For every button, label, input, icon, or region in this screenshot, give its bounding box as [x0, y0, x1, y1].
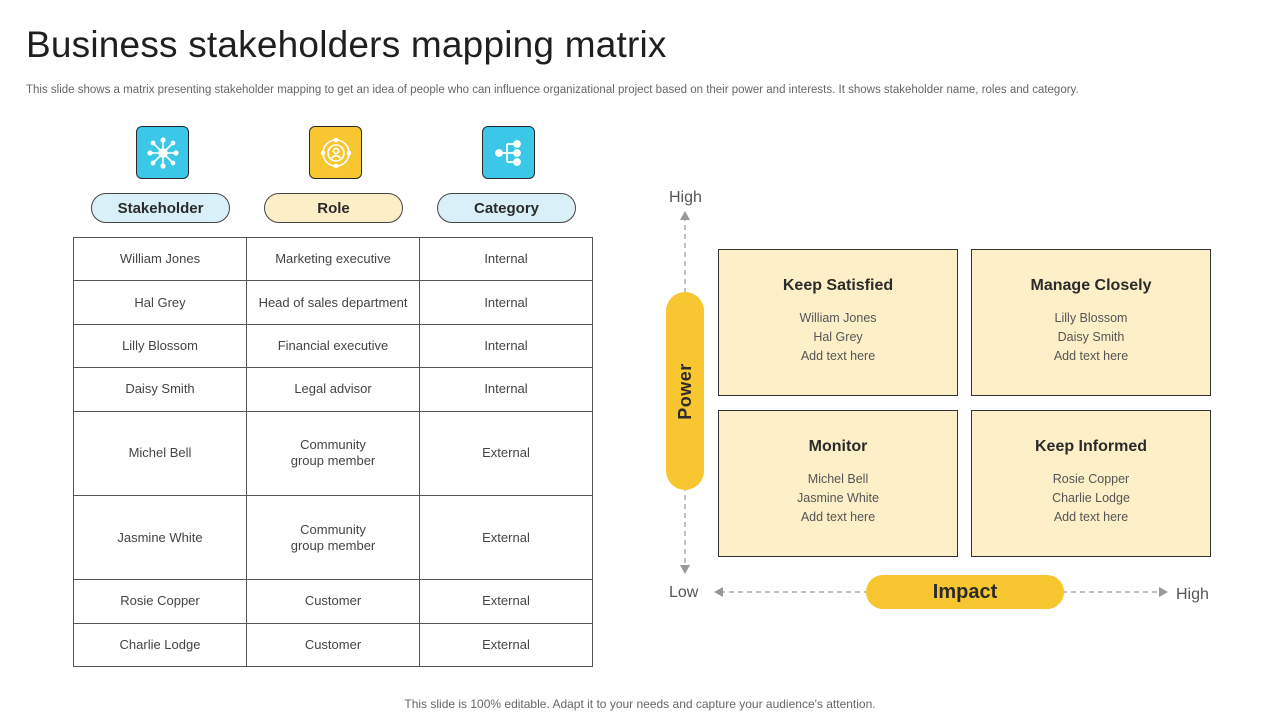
table-row: Charlie Lodge Customer External [73, 622, 593, 668]
quadrant-monitor: Monitor Michel Bell Jasmine White Add te… [718, 410, 958, 557]
page-title: Business stakeholders mapping matrix [26, 24, 667, 65]
quadrant-item: William Jones [799, 311, 877, 325]
quadrant-item: Hal Grey [813, 330, 863, 344]
stakeholder-role: Community group member [246, 410, 420, 496]
column-header-role: Role [264, 193, 403, 223]
stakeholder-name: Rosie Copper [73, 579, 247, 624]
stakeholder-name: Charlie Lodge [73, 622, 247, 668]
table-row: Rosie Copper Customer External [73, 579, 593, 624]
table-row: William Jones Marketing executive Intern… [73, 236, 593, 282]
quadrant-item: Add text here [800, 349, 876, 363]
stakeholder-category: Internal [419, 323, 593, 369]
table-row: Jasmine White Community group member Ext… [73, 494, 593, 581]
stakeholder-table: William Jones Marketing executive Intern… [73, 236, 593, 668]
stakeholder-role: Head of sales department [246, 280, 420, 325]
footer-note: This slide is 100% editable. Adapt it to… [404, 697, 876, 711]
quadrant-manage-closely: Manage Closely Lilly Blossom Daisy Smith… [971, 249, 1211, 396]
page-subtitle: This slide shows a matrix presenting sta… [26, 84, 1079, 96]
arrow-left-icon [714, 587, 723, 597]
table-row: Daisy Smith Legal advisor Internal [73, 367, 593, 412]
power-axis-label: Power [666, 292, 704, 490]
stakeholder-category: External [419, 494, 593, 581]
impact-low-label: Low [669, 584, 699, 601]
stakeholder-category: External [419, 622, 593, 668]
quadrant-item: Add text here [800, 510, 876, 524]
quadrant-title: Manage Closely [1030, 277, 1152, 294]
quadrant-keep-satisfied: Keep Satisfied William Jones Hal Grey Ad… [718, 249, 958, 396]
power-label-text: Power [674, 362, 695, 420]
quadrant-item: Add text here [1053, 510, 1129, 524]
stakeholder-name: Hal Grey [73, 280, 247, 325]
quadrant-item: Michel Bell [807, 472, 869, 486]
stakeholder-category: External [419, 579, 593, 624]
stakeholder-role: Community group member [246, 494, 420, 581]
hierarchy-icon [482, 126, 535, 179]
stakeholder-role: Customer [246, 579, 420, 624]
arrow-down-icon [680, 565, 690, 574]
stakeholder-role: Financial executive [246, 323, 420, 369]
impact-high-label: High [1176, 586, 1209, 603]
table-row: Lilly Blossom Financial executive Intern… [73, 323, 593, 369]
quadrant-item: Lilly Blossom [1054, 311, 1128, 325]
column-header-stakeholder: Stakeholder [91, 193, 230, 223]
arrow-right-icon [1159, 587, 1168, 597]
quadrant-title: Keep Informed [1034, 438, 1147, 455]
stakeholder-category: Internal [419, 367, 593, 412]
quadrant-keep-informed: Keep Informed Rosie Copper Charlie Lodge… [971, 410, 1211, 557]
stakeholder-role: Legal advisor [246, 367, 420, 412]
stakeholder-name: Daisy Smith [73, 367, 247, 412]
stakeholder-name: Michel Bell [73, 410, 247, 496]
table-row: Michel Bell Community group member Exter… [73, 410, 593, 496]
quadrant-item: Jasmine White [797, 491, 879, 505]
network-icon [136, 126, 189, 179]
quadrant-title: Keep Satisfied [782, 277, 894, 294]
power-high-label: High [669, 189, 702, 206]
stakeholder-category: External [419, 410, 593, 496]
quadrant-title: Monitor [808, 438, 868, 455]
quadrant-item: Charlie Lodge [1052, 491, 1130, 505]
arrow-up-icon [680, 211, 690, 220]
impact-axis-line [720, 591, 1166, 593]
column-header-category: Category [437, 193, 576, 223]
stakeholder-role: Marketing executive [246, 236, 420, 282]
quadrant-item: Rosie Copper [1052, 472, 1130, 486]
quadrant-item: Daisy Smith [1057, 330, 1125, 344]
stakeholder-name: Lilly Blossom [73, 323, 247, 369]
user-circle-icon [309, 126, 362, 179]
stakeholder-name: William Jones [73, 236, 247, 282]
stakeholder-role: Customer [246, 622, 420, 668]
impact-axis-label: Impact [866, 575, 1064, 609]
quadrant-item: Add text here [1053, 349, 1129, 363]
stakeholder-category: Internal [419, 280, 593, 325]
stakeholder-category: Internal [419, 236, 593, 282]
table-row: Hal Grey Head of sales department Intern… [73, 280, 593, 325]
stakeholder-name: Jasmine White [73, 494, 247, 581]
